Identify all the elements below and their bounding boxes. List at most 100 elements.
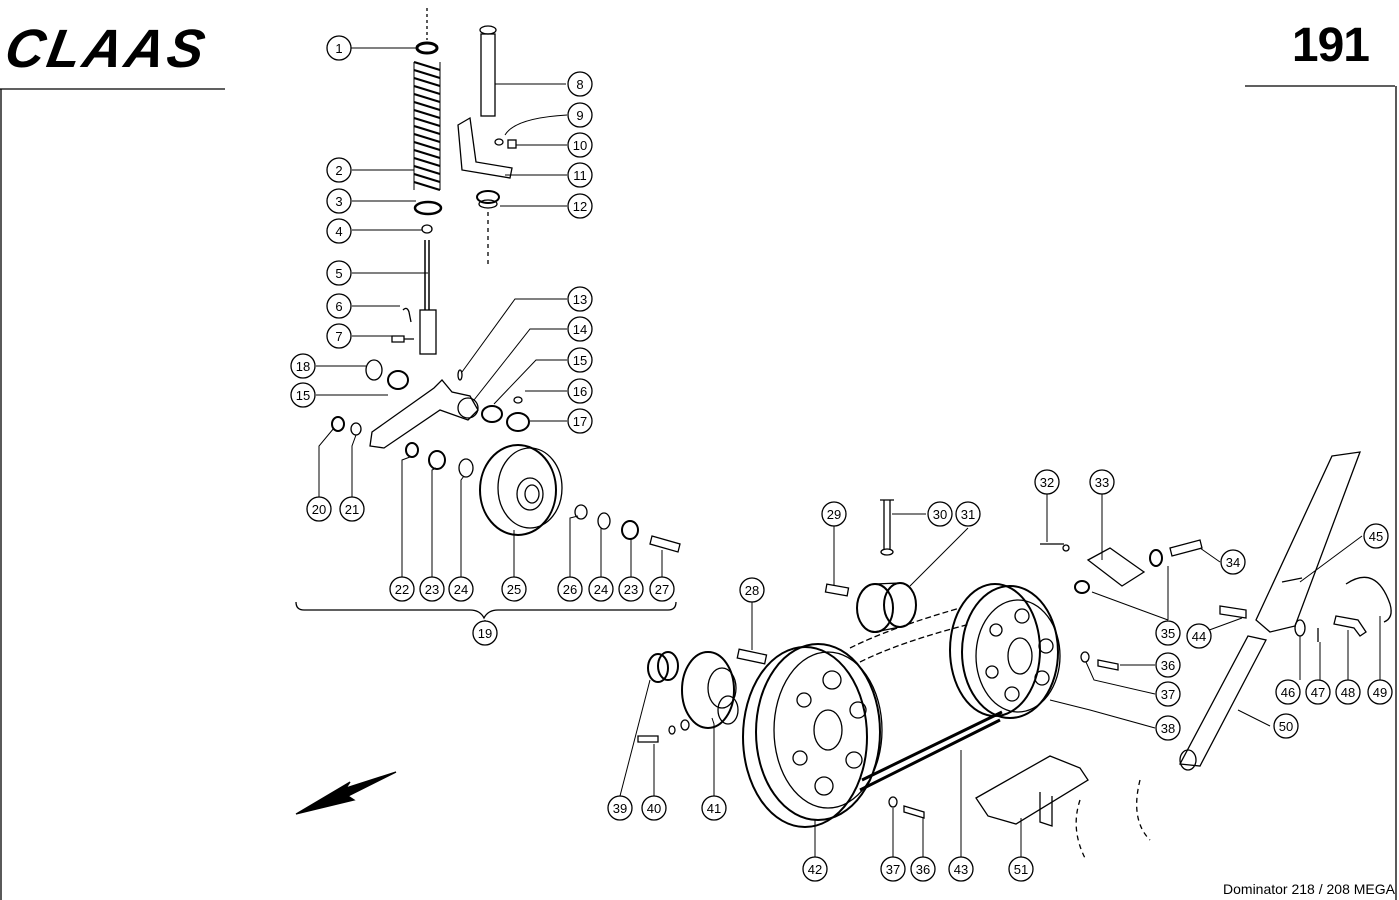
callout-circle — [326, 260, 352, 286]
part-15-bushing — [387, 370, 409, 390]
callout-15: 15 — [290, 382, 316, 408]
callout-circle — [290, 382, 316, 408]
part-30-bolt — [880, 499, 894, 550]
callout-circle — [821, 501, 847, 527]
callout-circle — [618, 576, 644, 602]
callout-17: 17 — [567, 408, 593, 434]
callout-label: 49 — [1373, 685, 1387, 700]
callout-19: 19 — [472, 620, 498, 646]
callout-circle — [1275, 679, 1301, 705]
direction-arrow-icon — [295, 771, 397, 815]
callout-circle — [927, 501, 953, 527]
callout-label: 41 — [707, 801, 721, 816]
part-5-rod — [424, 240, 430, 310]
callout-label: 27 — [655, 582, 669, 597]
part-24-circlip — [458, 458, 474, 478]
callout-circle — [557, 576, 583, 602]
callout-label: 51 — [1014, 862, 1028, 877]
callout-circle — [326, 293, 352, 319]
callout-circle — [1089, 469, 1115, 495]
callout-circle — [1155, 681, 1181, 707]
callout-circle — [501, 576, 527, 602]
callout-circle — [1155, 652, 1181, 678]
part-18-ring — [365, 359, 383, 381]
callout-label: 10 — [573, 138, 587, 153]
callout-label: 37 — [1161, 687, 1175, 702]
part-10-bolt — [507, 139, 517, 149]
callout-8: 8 — [567, 71, 593, 97]
callout-circle — [326, 218, 352, 244]
callout-42: 42 — [802, 856, 828, 882]
callout-label: 42 — [808, 862, 822, 877]
callout-label: 12 — [573, 199, 587, 214]
part-50-link-arm — [1178, 635, 1267, 767]
callout-13: 13 — [567, 286, 593, 312]
callout-label: 24 — [454, 582, 468, 597]
part-23-bearing — [428, 450, 446, 470]
callout-label: 5 — [335, 266, 342, 281]
callout-51: 51 — [1008, 856, 1034, 882]
part-16-nut — [513, 396, 523, 404]
part-31-bearing-housing — [856, 582, 917, 633]
callout-43: 43 — [948, 856, 974, 882]
part-23b-bearing — [621, 520, 639, 540]
callout-circle — [567, 347, 593, 373]
callout-label: 40 — [647, 801, 661, 816]
callout-circle — [306, 496, 332, 522]
callout-34: 34 — [1220, 549, 1246, 575]
callout-circle — [649, 576, 675, 602]
callout-20: 20 — [306, 496, 332, 522]
callout-label: 34 — [1226, 555, 1240, 570]
callout-25: 25 — [501, 576, 527, 602]
callout-circle — [339, 496, 365, 522]
callout-38: 38 — [1155, 715, 1181, 741]
callout-circle — [641, 795, 667, 821]
callout-circle — [326, 157, 352, 183]
callout-label: 1 — [335, 41, 342, 56]
callout-47: 47 — [1305, 679, 1331, 705]
callout-label: 14 — [573, 322, 587, 337]
callout-1: 1 — [326, 35, 352, 61]
callout-circle — [955, 501, 981, 527]
callout-label: 26 — [563, 582, 577, 597]
callout-circle — [567, 378, 593, 404]
part-13-pin — [457, 369, 463, 381]
callout-label: 25 — [507, 582, 521, 597]
part-15b-bushing — [481, 405, 503, 423]
part-36-bolt — [1097, 659, 1119, 671]
part-6-pin — [402, 307, 412, 323]
callout-23: 23 — [618, 576, 644, 602]
callout-circle — [448, 576, 474, 602]
part-51-bracket — [975, 755, 1089, 825]
callout-label: 18 — [296, 359, 310, 374]
callout-circle — [1363, 523, 1389, 549]
part-43-belt — [859, 710, 1003, 792]
callout-label: 43 — [954, 862, 968, 877]
callout-45: 45 — [1363, 523, 1389, 549]
page-number: 191 — [1291, 19, 1370, 72]
callout-circle — [1155, 620, 1181, 646]
callout-41: 41 — [701, 795, 727, 821]
part-29-pin — [824, 583, 850, 597]
callout-7: 7 — [326, 323, 352, 349]
part-7-bolt — [391, 335, 414, 343]
group-bracket-19 — [295, 601, 677, 620]
callout-circle — [607, 795, 633, 821]
part-1-washer — [415, 41, 439, 55]
part-39-bushing — [647, 651, 679, 683]
callout-circle — [419, 576, 445, 602]
callout-circle — [1186, 623, 1212, 649]
callout-16: 16 — [567, 378, 593, 404]
callout-circle — [1220, 549, 1246, 575]
callout-label: 47 — [1311, 685, 1325, 700]
callout-27: 27 — [649, 576, 675, 602]
part-8-shaft — [480, 33, 496, 117]
part-42-large-pulley — [742, 643, 883, 828]
part-35-nut — [1074, 580, 1090, 594]
part-27-bolt — [649, 535, 681, 553]
callout-label: 8 — [576, 77, 583, 92]
callout-circle — [326, 323, 352, 349]
callout-label: 6 — [335, 299, 342, 314]
callout-label: 19 — [478, 626, 492, 641]
part-25-idler-pulley — [479, 444, 563, 536]
